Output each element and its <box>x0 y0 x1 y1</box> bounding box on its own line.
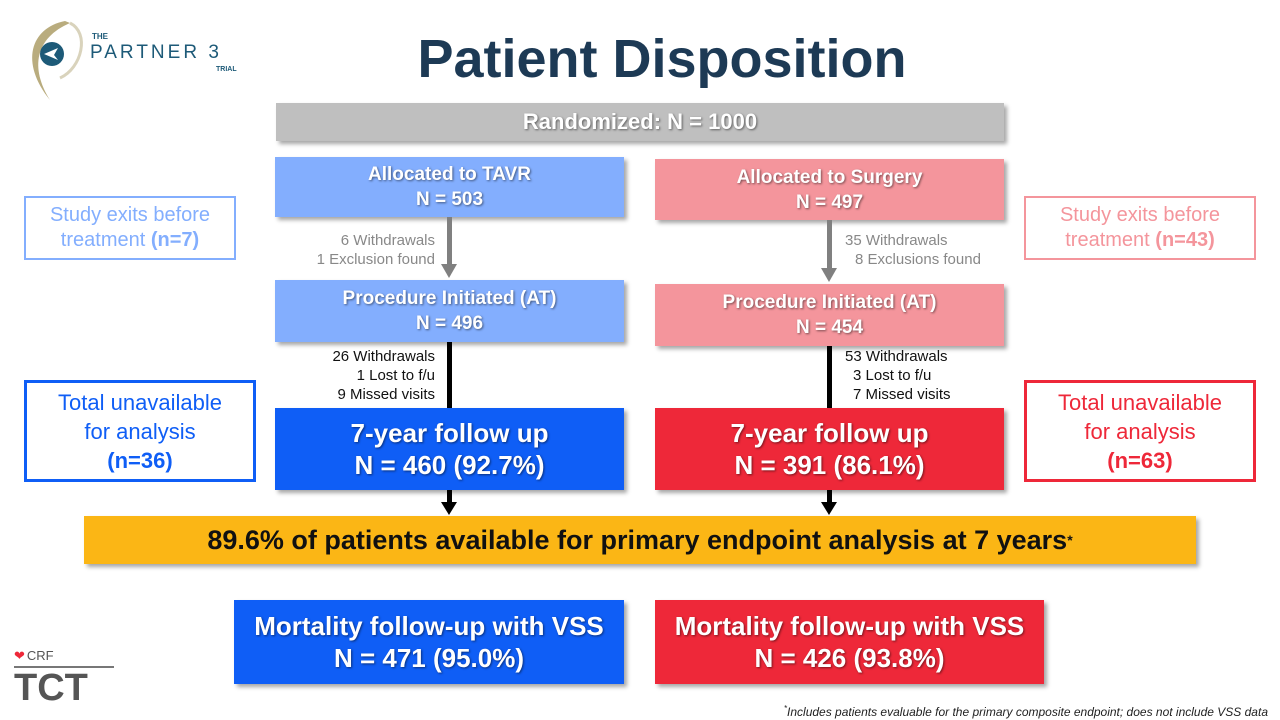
arrow-line <box>827 220 832 270</box>
logo-trial: TRIAL <box>216 66 237 73</box>
arrow-line <box>447 490 452 504</box>
logo-name: PARTNER 3 <box>90 42 222 63</box>
arrow-head-icon <box>821 502 837 515</box>
heart-icon: ❤ <box>14 648 25 663</box>
tavr-procedure-box: Procedure Initiated (AT)N = 496 <box>275 280 624 342</box>
surgery-procedure-box: Procedure Initiated (AT)N = 454 <box>655 284 1004 346</box>
logo-divider <box>14 666 114 668</box>
arrow-line <box>827 490 832 504</box>
logo-the: THE <box>92 32 108 41</box>
footnote: *Includes patients evaluable for the pri… <box>783 704 1268 719</box>
partner3-logo: THE PARTNER 3 TRIAL <box>20 18 260 103</box>
randomized-box: Randomized: N = 1000 <box>276 103 1004 141</box>
summary-banner: 89.6% of patients available for primary … <box>84 516 1196 564</box>
crf-label: CRF <box>26 648 54 663</box>
arrow-head-icon <box>821 268 837 282</box>
page-title: Patient Disposition <box>417 29 907 89</box>
arrow-head-icon <box>441 264 457 278</box>
crf-tct-logo: ❤CRF TCT <box>14 648 116 708</box>
connector-line <box>827 346 832 408</box>
tct-label: TCT <box>14 667 88 709</box>
arrow-head-icon <box>441 502 457 515</box>
heart-logo-icon <box>32 21 83 100</box>
connector-line <box>447 342 452 408</box>
arrow-line <box>447 217 452 267</box>
